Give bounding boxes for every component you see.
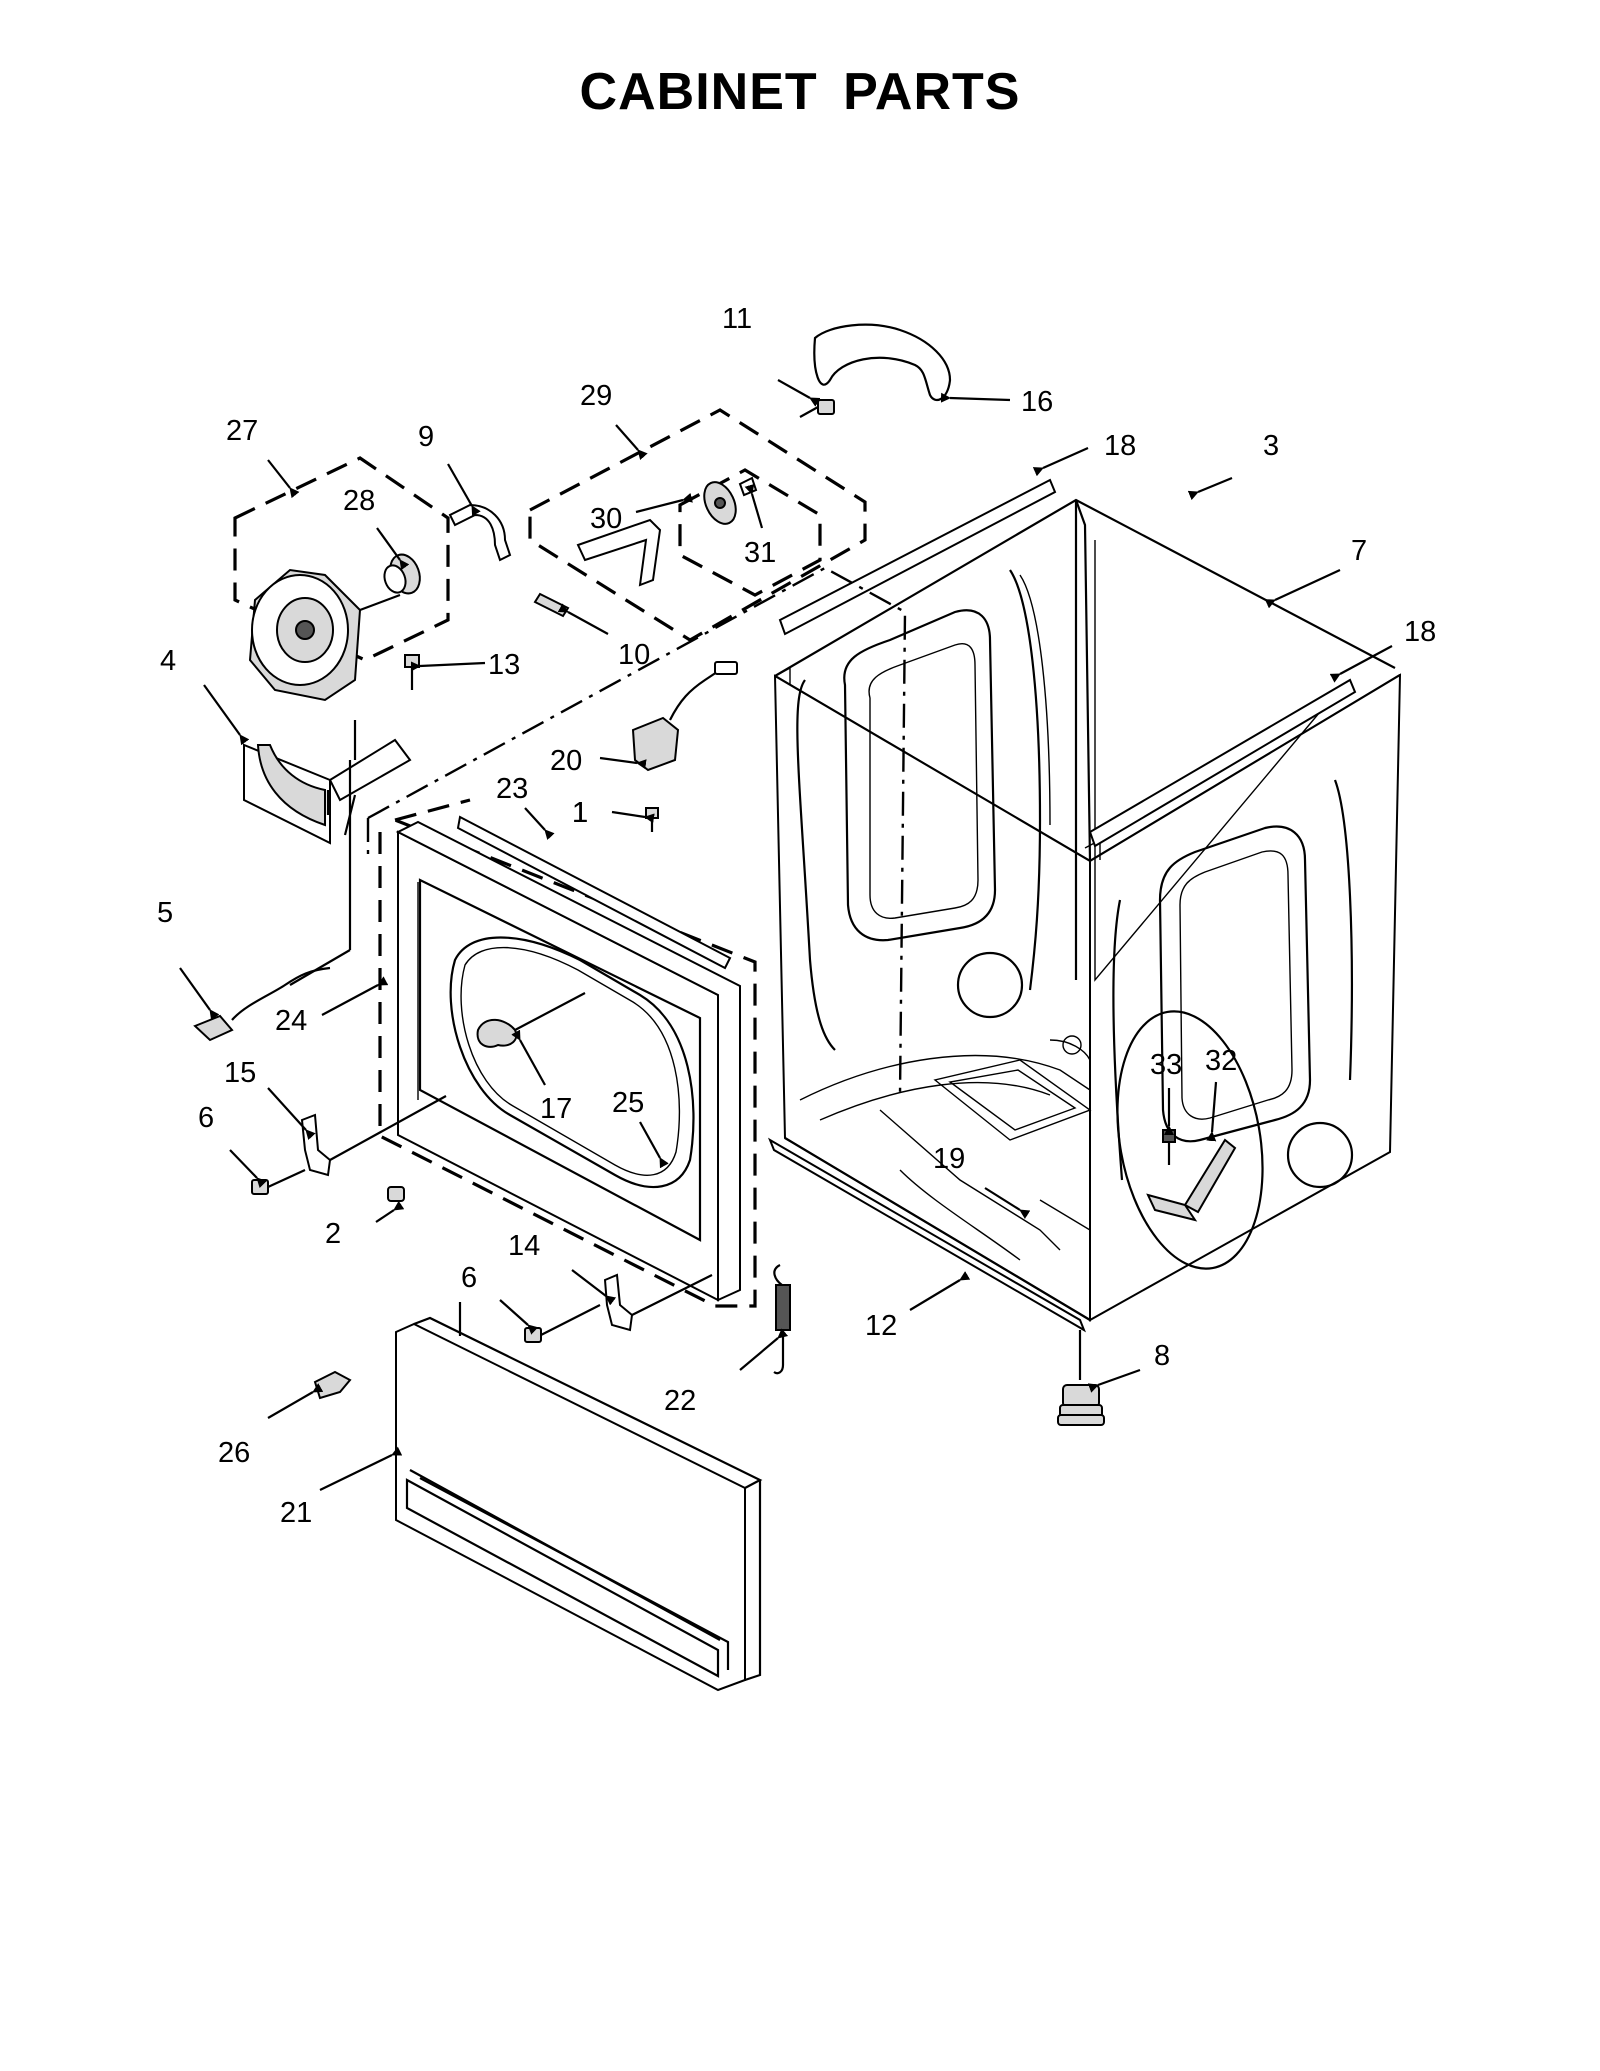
callout-7: 7 [1351, 535, 1367, 567]
callout-1-switch: 1 [572, 797, 588, 829]
callout-24: 24 [275, 1005, 307, 1037]
connection-lines [326, 760, 357, 900]
idler-bracket [576, 518, 662, 587]
door-spring [773, 1264, 791, 1375]
plug-2 [387, 1186, 405, 1202]
screw-11 [799, 399, 835, 418]
drum-glide [476, 992, 586, 1048]
callout-2: 2 [325, 1218, 341, 1250]
callout-19: 19 [933, 1143, 965, 1175]
leveling-foot [1057, 1330, 1105, 1426]
idler-dashed-box [528, 408, 867, 642]
door-seal [449, 936, 695, 1189]
callout-16: 16 [1021, 386, 1053, 418]
drive-belt [813, 323, 952, 402]
motor [248, 568, 401, 702]
motor-dashed-box [233, 456, 450, 662]
callout-6-upper: 6 [198, 1102, 214, 1134]
callout-6-lower: 6 [461, 1262, 477, 1294]
idler-clip [738, 476, 758, 497]
callout-labels: 1 1 2 3 4 5 6 6 7 8 9 10 11 12 13 14 15 … [157, 303, 1436, 1529]
callout-27: 27 [226, 415, 258, 447]
door-switch [631, 661, 738, 772]
callout-arrows [179, 379, 1393, 1491]
callout-1-switch-screw: 1 [572, 797, 588, 829]
callout-14: 14 [508, 1230, 540, 1262]
callout-9: 9 [418, 421, 434, 453]
top-rail-left [778, 478, 1057, 636]
idler-spring [533, 592, 570, 618]
top-trim [456, 815, 732, 970]
callout-21: 21 [280, 1497, 312, 1529]
callout-8: 8 [1154, 1340, 1170, 1372]
callout-18-left: 18 [1104, 430, 1136, 462]
callout-25: 25 [612, 1087, 644, 1119]
callout-33: 33 [1150, 1049, 1182, 1081]
callout-10: 10 [618, 639, 650, 671]
detail-circle [1116, 1010, 1264, 1270]
bolt-13 [404, 654, 420, 690]
callout-18-right: 18 [1404, 616, 1436, 648]
hinge-14 [603, 1273, 713, 1332]
idler-pulley [703, 481, 737, 525]
callout-15: 15 [224, 1057, 256, 1089]
screw-6-lower [524, 1304, 601, 1343]
callout-11: 11 [722, 303, 752, 335]
callout-13: 13 [488, 649, 520, 681]
callout-22: 22 [664, 1385, 696, 1417]
callout-3: 3 [1263, 430, 1279, 462]
callout-28: 28 [343, 485, 375, 517]
motor-mount-bracket [243, 720, 412, 845]
motor-strap [448, 503, 512, 562]
door-catch [313, 1370, 352, 1400]
callout-20: 20 [550, 745, 582, 777]
front-panel-dashed-box [378, 798, 757, 1308]
wire-harness [193, 900, 352, 1042]
callout-26: 26 [218, 1437, 250, 1469]
callout-32: 32 [1205, 1045, 1237, 1077]
motor-pulley [383, 553, 421, 595]
screw-6-upper [251, 1169, 306, 1195]
callout-23: 23 [496, 773, 528, 805]
front-panel [395, 820, 741, 1302]
base-rail [767, 1137, 1087, 1333]
top-rail-right [1088, 678, 1357, 848]
callout-12: 12 [865, 1310, 897, 1342]
door [395, 1302, 763, 1692]
callout-31: 31 [744, 537, 776, 569]
page-title: CABINET PARTS [579, 63, 1021, 121]
callout-4: 4 [160, 645, 176, 677]
callout-5: 5 [157, 897, 173, 929]
callout-17: 17 [540, 1093, 572, 1125]
cabinet [773, 498, 1402, 1322]
callout-30: 30 [590, 503, 622, 535]
callout-29: 29 [580, 380, 612, 412]
screw-1-switch [645, 807, 659, 832]
assembly-lines [366, 566, 907, 1096]
